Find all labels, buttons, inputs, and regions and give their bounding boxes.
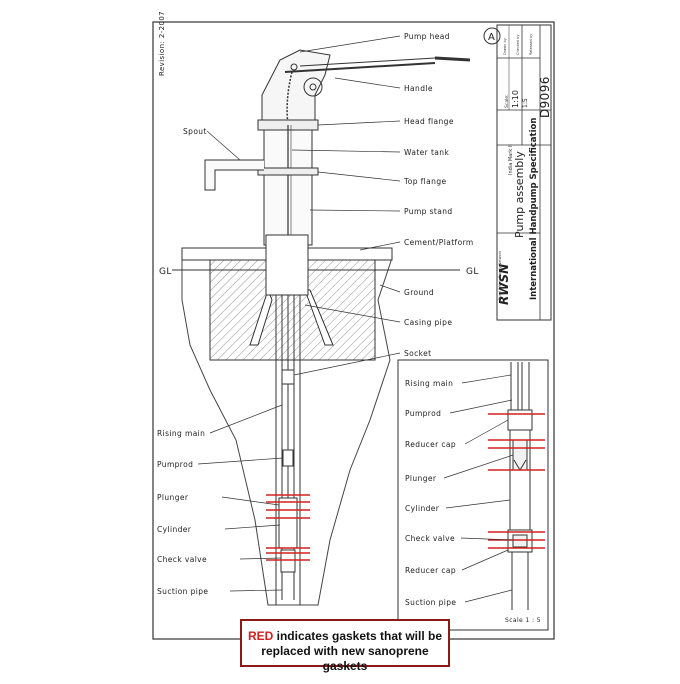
gasket-markers-detail <box>488 413 545 549</box>
detail-label-plunger: Plunger <box>405 474 437 483</box>
pump-head-group <box>204 49 471 246</box>
note-line-2: replaced with new sanoprene gaskets <box>261 644 429 673</box>
label-top-flange: Top flange <box>403 177 447 186</box>
detail-label-suction-pipe: Suction pipe <box>405 598 456 607</box>
label-pump-head: Pump head <box>404 32 450 41</box>
label-cement-platform: Cement/Platform <box>404 238 474 247</box>
leader-lines-main <box>197 35 401 592</box>
revision-text: Revision: 2-2007 <box>158 11 166 76</box>
label-ground: Ground <box>404 288 434 297</box>
model-name: India Mark II <box>508 144 514 175</box>
detail-label-rising-main: Rising main <box>405 379 453 388</box>
scale-alt: 1:5 <box>522 98 529 108</box>
foundation-hatch <box>209 259 376 361</box>
pump-stand <box>265 234 309 296</box>
gasket-note-box: RED indicates gaskets that will be repla… <box>240 619 450 673</box>
label-gl-right: GL <box>466 267 479 277</box>
gasket-markers-main <box>266 494 310 561</box>
detail-label-reducer-cap-bottom: Reducer cap <box>405 566 456 575</box>
detail-label-cylinder: Cylinder <box>405 504 440 513</box>
label-head-flange: Head flange <box>404 117 454 126</box>
sheet-letter-circle <box>483 27 501 45</box>
drawing-number: D9096 <box>538 76 552 118</box>
label-casing-pipe: Casing pipe <box>404 318 452 327</box>
label-water-tank: Water tank <box>404 148 449 157</box>
detail-scale: Scale 1 : 5 <box>505 617 541 624</box>
pump-stand-legs <box>249 288 334 346</box>
label-spout: Spout <box>183 127 207 136</box>
detail-label-check-valve: Check valve <box>405 534 455 543</box>
note-line-1-text: indicates gaskets that will be <box>273 629 443 643</box>
detail-cylinder-drawing <box>507 362 533 610</box>
label-pump-stand: Pump stand <box>404 207 453 216</box>
leader-lines-detail <box>443 374 514 603</box>
sheet-letter: A <box>488 32 495 43</box>
label-gl-left: GL <box>159 267 172 277</box>
title-block: A D9096 RWSN Rural Water Supply Network … <box>483 24 552 321</box>
detail-panel <box>397 359 549 631</box>
label-socket: Socket <box>404 349 432 358</box>
detail-label-pumprod: Pumprod <box>405 409 441 418</box>
scale-label: Scale: <box>504 94 510 108</box>
note-line-1: RED indicates gaskets that will be <box>242 629 448 644</box>
scale-main: 1:10 <box>511 90 520 108</box>
drawn-by-label: Drawn by <box>503 38 507 55</box>
label-cylinder: Cylinder <box>157 525 192 534</box>
note-red-word: RED <box>247 629 274 643</box>
label-suction-pipe: Suction pipe <box>157 587 208 596</box>
rwsn-logo: RWSN <box>497 264 511 305</box>
released-by-label: Released by <box>529 34 533 55</box>
label-pumprod: Pumprod <box>157 460 193 469</box>
drawing-title: Pump assembly <box>513 151 526 238</box>
label-plunger: Plunger <box>157 493 189 502</box>
label-check-valve: Check valve <box>157 555 207 564</box>
spec-title: International Handpump Specification <box>529 118 539 300</box>
label-handle: Handle <box>404 84 433 93</box>
checked-by-label: Checked by <box>516 35 520 55</box>
label-rising-main: Rising main <box>157 429 205 438</box>
detail-label-reducer-cap-top: Reducer cap <box>405 440 456 449</box>
rwsn-logo-sub: Rural Water Supply Network <box>498 250 502 300</box>
